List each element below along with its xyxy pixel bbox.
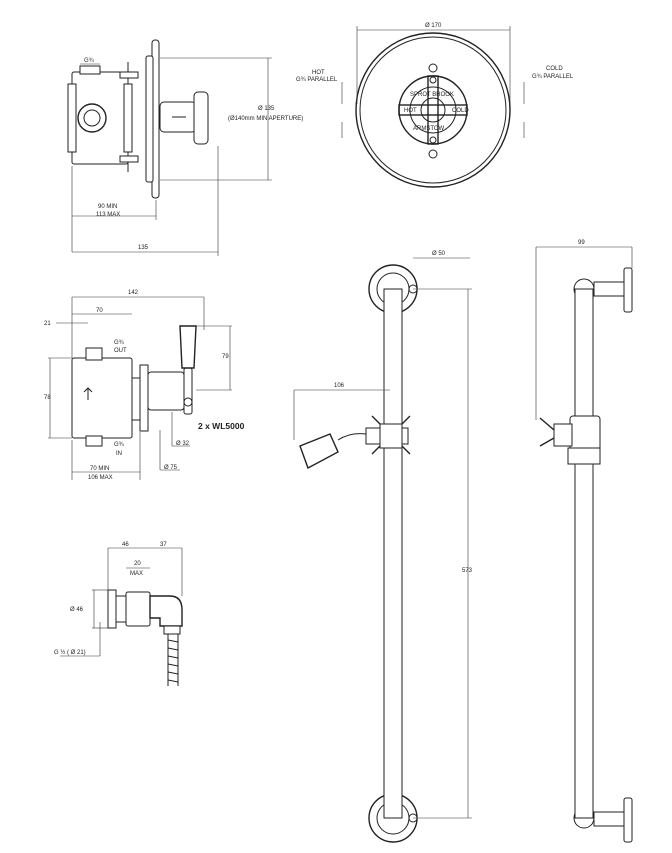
dim-thread-top: G¾ bbox=[84, 58, 95, 64]
dim-20: 20 bbox=[134, 561, 141, 567]
note-wl5000: 2 x WL5000 bbox=[198, 421, 245, 431]
dim-142: 142 bbox=[128, 290, 139, 296]
handle-text-left: HOT bbox=[404, 108, 417, 114]
dim-75: Ø 75 bbox=[164, 465, 178, 471]
outlet-elbow-view: 46 37 20 MAX Ø 46 G ½ ( Ø 21) bbox=[54, 542, 183, 686]
dim-79: 79 bbox=[222, 354, 229, 360]
dim-elbow-max: MAX bbox=[130, 571, 143, 577]
dim-aperture: (Ø140mm MIN APERTURE) bbox=[228, 116, 303, 122]
dim-dia-50: Ø 50 bbox=[432, 251, 446, 257]
dim-depth-min: 90 MIN bbox=[98, 204, 117, 210]
dim-dia-170: Ø 170 bbox=[425, 23, 442, 29]
dim-37: 37 bbox=[160, 542, 167, 548]
dim-32: Ø 32 bbox=[176, 441, 190, 447]
handle-text-right: COLD bbox=[452, 108, 469, 114]
cold-thread: G¾ PARALLEL bbox=[532, 74, 574, 80]
dim-in: G¾ bbox=[114, 442, 125, 448]
dim-70: 70 bbox=[96, 308, 103, 314]
front-plate-view: SPROT BROOK ARMSTOW HOT COLD Ø 170 HOT G… bbox=[296, 23, 574, 188]
dim-in-label: IN bbox=[116, 451, 122, 457]
body-view: 142 70 21 G¾ OUT 79 78 G¾ IN 2 x WL5000 … bbox=[44, 290, 245, 481]
dim-78: 78 bbox=[44, 395, 51, 401]
dim-min: 70 MIN bbox=[90, 466, 109, 472]
dim-out: G¾ bbox=[114, 340, 125, 346]
side-valve-view: G¾ Ø 135 (Ø140mm MIN APERTURE) 90 MIN 11… bbox=[67, 39, 303, 256]
dim-99: 99 bbox=[578, 240, 585, 246]
dim-573: 573 bbox=[462, 568, 473, 574]
dim-dia-135: Ø 135 bbox=[258, 106, 275, 112]
handle-text-bottom: ARMSTOW bbox=[413, 126, 445, 132]
handle-text-top: SPROT BROOK bbox=[410, 92, 454, 98]
hot-label: HOT bbox=[312, 70, 325, 76]
riser-side-view: 99 bbox=[535, 240, 633, 843]
dim-out-label: OUT bbox=[114, 348, 127, 354]
dim-max: 106 MAX bbox=[88, 475, 113, 481]
dim-dia-46: Ø 46 bbox=[70, 607, 84, 613]
dim-total-135: 135 bbox=[138, 245, 149, 251]
dim-106: 106 bbox=[334, 383, 345, 389]
dim-46: 46 bbox=[122, 542, 129, 548]
dim-thread: G ½ ( Ø 21) bbox=[54, 649, 86, 656]
riser-front-view: Ø 50 106 573 bbox=[293, 251, 473, 843]
dim-depth-max: 113 MAX bbox=[96, 212, 120, 218]
hot-thread: G¾ PARALLEL bbox=[296, 77, 338, 83]
dim-21: 21 bbox=[44, 321, 51, 327]
cold-label: COLD bbox=[546, 66, 563, 72]
